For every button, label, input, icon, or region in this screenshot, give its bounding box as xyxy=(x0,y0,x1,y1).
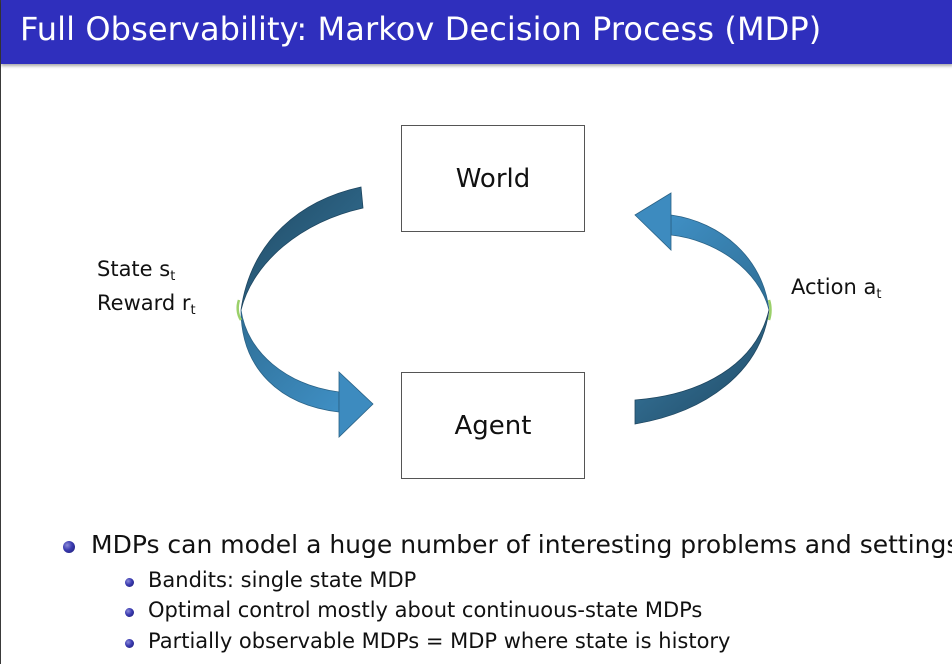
action-label: Action at xyxy=(791,275,882,302)
action-arrow xyxy=(634,192,772,425)
sub-bullet: Bandits: single state MDP xyxy=(125,568,416,592)
bullet-dot-icon xyxy=(125,578,134,587)
slide-title: Full Observability: Markov Decision Proc… xyxy=(20,10,822,48)
reward-line: Reward rt xyxy=(97,291,196,318)
bullet-main: MDPs can model a huge number of interest… xyxy=(63,530,952,559)
world-box: World xyxy=(401,125,585,232)
bullet-dot-icon xyxy=(125,608,134,617)
agent-box: Agent xyxy=(401,372,585,479)
agent-label: Agent xyxy=(454,410,532,441)
world-label: World xyxy=(455,163,531,194)
state-reward-arrow xyxy=(236,186,374,438)
state-line: State st xyxy=(97,257,176,284)
sub-bullet: Partially observable MDPs = MDP where st… xyxy=(125,629,730,653)
sub-bullet: Optimal control mostly about continuous-… xyxy=(125,598,702,622)
title-bar: Full Observability: Markov Decision Proc… xyxy=(1,0,952,64)
bullet-dot-icon xyxy=(63,541,75,553)
state-reward-label: State st Reward rt xyxy=(97,254,196,322)
bullet-dot-icon xyxy=(125,639,134,648)
